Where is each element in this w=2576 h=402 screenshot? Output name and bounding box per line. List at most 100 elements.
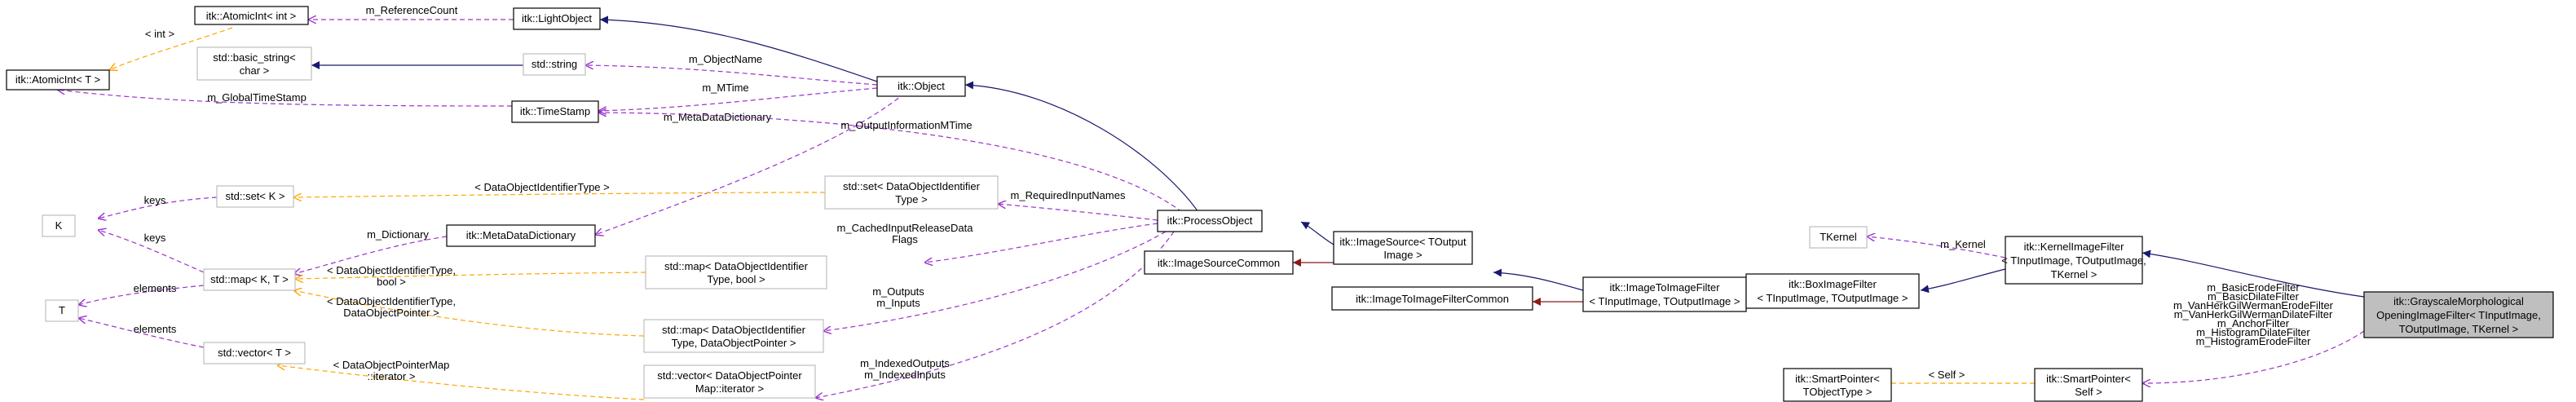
node-vector-t[interactable]: std::vector< T > bbox=[203, 342, 306, 364]
node-imagetoimagefilter[interactable]: itk::ImageToImageFilter< TInputImage, TO… bbox=[1582, 276, 1747, 312]
node-basic-string[interactable]: std::basic_string<char > bbox=[196, 46, 312, 81]
node-kernelimagefilter[interactable]: itk::KernelImageFilter< TInputImage, TOu… bbox=[2001, 236, 2146, 285]
edge-keys-map: keys bbox=[98, 230, 205, 273]
text-line: < DataObjectPointerMap bbox=[333, 359, 450, 371]
text-line: m_IndexedInputs bbox=[864, 369, 946, 381]
edge-boximagefilter-to-kernelimagefilter bbox=[1920, 268, 2006, 294]
edge-imagesource-to-imagetoimagefilter bbox=[1493, 268, 1584, 291]
text-line: TOutputImage, TKernel > bbox=[2399, 323, 2519, 335]
text-line: m_MetaDataDictionary bbox=[664, 111, 772, 123]
text-line: m_VanHerkGilWermanErodeFilter bbox=[2173, 299, 2334, 311]
edge-lightobject-to-object bbox=[599, 15, 878, 82]
text-line: itk::ImageToImageFilter bbox=[1609, 281, 1720, 294]
edge-label-int-param: < int > bbox=[145, 28, 174, 40]
text-line: itk::SmartPointer< bbox=[2046, 373, 2131, 385]
node-string[interactable]: std::string bbox=[523, 53, 586, 76]
node-lightobject[interactable]: itk::LightObject bbox=[513, 7, 601, 30]
text-line: TKernel bbox=[1820, 231, 1857, 243]
node-smartpointer-tobjecttype[interactable]: itk::SmartPointer<TObjectType > bbox=[1783, 368, 1892, 402]
edge-label-m-outputinformationmtime: m_OutputInformationMTime bbox=[840, 119, 972, 131]
text-line: std::map< K, T > bbox=[210, 273, 289, 285]
text-line: std::map< DataObjectIdentifier bbox=[662, 324, 806, 336]
text-line: itk::ImageToImageFilterCommon bbox=[1356, 293, 1509, 305]
svg-text:itk::ImageSourceCommon: itk::ImageSourceCommon bbox=[1158, 257, 1280, 269]
text-line: std::basic_string< bbox=[213, 51, 296, 64]
svg-text:TKernel: TKernel bbox=[1820, 231, 1857, 243]
edge-set-doit-param: < DataObjectIdentifierType > bbox=[293, 181, 826, 197]
text-line: < DataObjectIdentifierType, bbox=[327, 264, 456, 276]
node-atomicint-t[interactable]: itk::AtomicInt< T > bbox=[6, 69, 110, 91]
text-line: keys bbox=[144, 194, 166, 206]
edge-label-m-kernel: m_Kernel bbox=[1940, 238, 1986, 250]
svg-text:std::set< K >: std::set< K > bbox=[226, 190, 285, 202]
edge-label-m-dictionary: m_Dictionary bbox=[367, 228, 429, 241]
node-processobject[interactable]: itk::ProcessObject bbox=[1157, 210, 1263, 232]
node-set-k[interactable]: std::set< K > bbox=[216, 185, 294, 208]
text-line: m_IndexedOutputs bbox=[860, 357, 950, 369]
edge-label-doit-dop-param: < DataObjectIdentifierType,DataObjectPoi… bbox=[327, 295, 456, 319]
text-line: < Self > bbox=[1929, 369, 1965, 381]
svg-text:itk::AtomicInt< T >: itk::AtomicInt< T > bbox=[15, 73, 100, 86]
svg-text:itk::ImageToImageFilter< TInpu: itk::ImageToImageFilter< TInputImage, TO… bbox=[1589, 281, 1740, 307]
svg-text:itk::LightObject: itk::LightObject bbox=[522, 12, 592, 24]
edge-map-doit-dop-param: < DataObjectIdentifierType,DataObjectPoi… bbox=[293, 290, 645, 337]
edge-requiredinputnames: m_RequiredInputNames bbox=[998, 189, 1158, 221]
node-boximagefilter[interactable]: itk::BoxImageFilter< TInputImage, TOutpu… bbox=[1745, 273, 1920, 309]
edge-label-m-globaltimestamp: m_GlobalTimeStamp bbox=[207, 91, 307, 104]
svg-text:std::vector< T >: std::vector< T > bbox=[218, 347, 291, 359]
text-line: std::set< K > bbox=[226, 190, 285, 202]
edge-outputinformationmtime: m_OutputInformationMTime bbox=[598, 113, 1183, 213]
text-line: itk::LightObject bbox=[522, 12, 592, 24]
svg-text:std::map< DataObjectIdentifier: std::map< DataObjectIdentifierType, Data… bbox=[662, 324, 806, 349]
text-line: std::set< DataObjectIdentifier bbox=[843, 180, 981, 192]
text-line: std::vector< DataObjectPointer bbox=[657, 369, 802, 382]
edge-label-keys-map: keys bbox=[144, 232, 166, 244]
text-line: itk::AtomicInt< T > bbox=[15, 73, 100, 86]
text-line: itk::GrayscaleMorphological bbox=[2393, 295, 2524, 307]
text-line: itk::ImageSource< TOutput bbox=[1339, 236, 1467, 248]
edge-map-doit-bool-param: < DataObjectIdentifierType,bool > bbox=[295, 264, 646, 288]
node-atomicint-int[interactable]: itk::AtomicInt< int > bbox=[194, 6, 309, 25]
text-line: < DataObjectIdentifierType > bbox=[474, 181, 609, 193]
text-line: m_OutputInformationMTime bbox=[840, 119, 972, 131]
text-line: itk::MetaDataDictionary bbox=[466, 229, 576, 241]
text-line: m_BasicErodeFilter bbox=[2207, 281, 2300, 294]
edge-label-m-requiredinputnames: m_RequiredInputNames bbox=[1011, 189, 1126, 201]
text-line: m_BasicDilateFilter bbox=[2208, 290, 2300, 303]
svg-text:itk::ProcessObject: itk::ProcessObject bbox=[1167, 214, 1253, 227]
node-imagetoimagefiltercommon[interactable]: itk::ImageToImageFilterCommon bbox=[1331, 286, 1533, 311]
text-line: Type, DataObjectPointer > bbox=[672, 337, 796, 349]
node-map-kt[interactable]: std::map< K, T > bbox=[203, 268, 296, 291]
text-line: < TInputImage, TOutputImage > bbox=[1589, 295, 1740, 307]
node-tkernel[interactable]: TKernel bbox=[1809, 226, 1868, 249]
text-line: < TInputImage, TOutputImage, bbox=[2001, 254, 2146, 267]
text-line: std::vector< T > bbox=[218, 347, 291, 359]
text-line: Map::iterator > bbox=[695, 382, 764, 395]
text-line: m_RequiredInputNames bbox=[1011, 189, 1126, 201]
node-smartpointer-self[interactable]: itk::SmartPointer<Self > bbox=[2034, 368, 2143, 402]
node-object[interactable]: itk::Object bbox=[876, 76, 966, 97]
node-k[interactable]: K bbox=[42, 214, 76, 237]
text-line: < TInputImage, TOutputImage > bbox=[1757, 292, 1908, 304]
text-line: std::map< DataObjectIdentifier bbox=[664, 260, 809, 272]
node-timestamp[interactable]: itk::TimeStamp bbox=[511, 100, 599, 123]
node-t[interactable]: T bbox=[45, 299, 79, 322]
svg-text:itk::SmartPointer<Self >: itk::SmartPointer<Self > bbox=[2046, 373, 2131, 398]
text-line: Flags bbox=[892, 233, 918, 245]
node-metadatadictionary[interactable]: itk::MetaDataDictionary bbox=[446, 224, 596, 247]
text-line: T bbox=[59, 304, 65, 316]
svg-text:itk::KernelImageFilter< TInput: itk::KernelImageFilter< TInputImage, TOu… bbox=[2001, 241, 2146, 281]
text-line: ::iterator > bbox=[368, 370, 416, 382]
node-imagesourcecommon[interactable]: itk::ImageSourceCommon bbox=[1144, 250, 1294, 275]
edge-kernel: m_Kernel bbox=[1867, 236, 2006, 258]
